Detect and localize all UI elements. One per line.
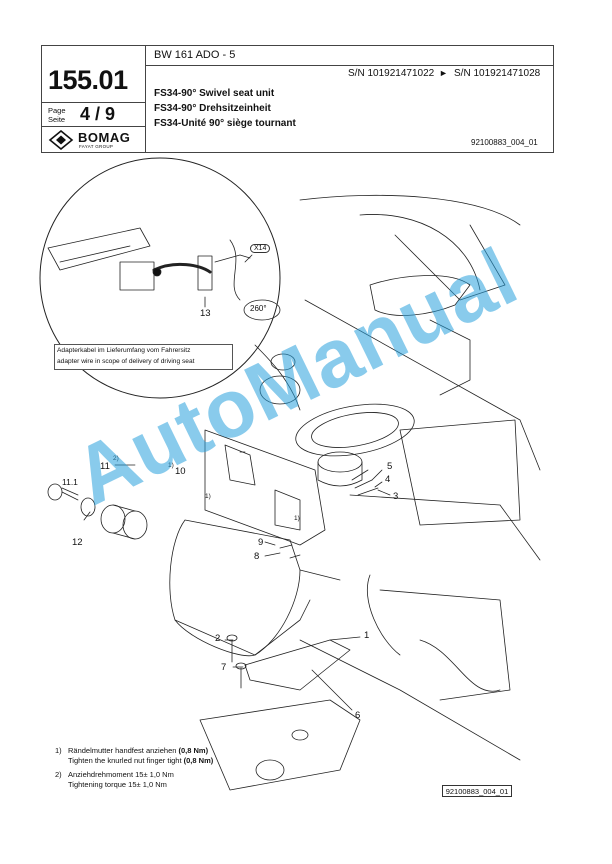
header-divider bbox=[42, 102, 145, 103]
header-block: BW 161 ADO - 5 155.01 Page Seite 4 / 9 S… bbox=[41, 45, 554, 153]
serial-from: S/N 101921471022 bbox=[348, 68, 435, 79]
part-label-10: 10 bbox=[175, 466, 186, 477]
footnote-mark: 1) bbox=[168, 462, 174, 469]
brand-subtitle: FAYAT GROUP bbox=[79, 144, 114, 149]
part-label-7: 7 bbox=[221, 662, 227, 673]
note-1-num: 1) bbox=[55, 746, 62, 755]
header-reference: 92100883_004_01 bbox=[471, 138, 538, 147]
serial-to: S/N 101921471028 bbox=[454, 68, 541, 79]
part-label-5: 5 bbox=[387, 461, 393, 472]
footnote-mark: 2) bbox=[113, 455, 119, 462]
title-en: FS34-90° Swivel seat unit bbox=[154, 88, 275, 99]
part-label-3: 3 bbox=[393, 491, 399, 502]
title-de: FS34-90° Drehsitzeinheit bbox=[154, 103, 271, 114]
caption-de: Adapterkabel im Lieferumfang vom Fahrers… bbox=[57, 347, 191, 354]
note-2-num: 2) bbox=[55, 770, 62, 779]
part-label-4: 4 bbox=[385, 474, 391, 485]
part-label-9: 9 bbox=[258, 537, 264, 548]
footnote-mark: 1) bbox=[205, 493, 211, 500]
header-divider bbox=[42, 126, 145, 127]
figure-reference: 92100883_004_01 bbox=[442, 785, 512, 797]
angle-callout: 260° bbox=[250, 304, 267, 313]
part-label-11: 11 bbox=[100, 461, 110, 472]
page-label-de: Seite bbox=[48, 115, 66, 124]
part-label-2: 2 bbox=[215, 633, 221, 644]
note-1-de: Rändelmutter handfest anziehen (0,8 Nm) bbox=[68, 746, 209, 755]
detail-caption: Adapterkabel im Lieferumfang vom Fahrers… bbox=[54, 344, 233, 370]
note-2-en: Tightening torque 15± 1,0 Nm bbox=[68, 780, 167, 789]
page-number: 4 / 9 bbox=[80, 104, 116, 124]
part-label-13: 13 bbox=[200, 308, 211, 319]
serial-arrow-icon: ► bbox=[439, 68, 448, 78]
footnote-mark: 1) bbox=[294, 515, 300, 522]
part-label-8: 8 bbox=[254, 551, 260, 562]
bomag-logo-icon bbox=[48, 130, 74, 150]
title-fr: FS34-Unité 90° siège tournant bbox=[154, 118, 296, 129]
model-label: BW 161 ADO - 5 bbox=[154, 49, 236, 61]
note-2-de: Anziehdrehmoment 15± 1,0 Nm bbox=[68, 770, 174, 779]
part-label-6: 6 bbox=[355, 710, 361, 721]
caption-en: adapter wire in scope of delivery of dri… bbox=[57, 358, 195, 365]
part-label-11-1: 11.1 bbox=[62, 477, 78, 487]
header-divider bbox=[145, 46, 146, 152]
brand-name: BOMAG bbox=[78, 130, 131, 145]
part-label-12: 12 bbox=[72, 537, 83, 548]
header-divider bbox=[145, 65, 554, 66]
part-label-1: 1 bbox=[364, 630, 370, 641]
page-label-en: Page bbox=[48, 106, 66, 115]
page-code: 155.01 bbox=[48, 65, 128, 95]
note-1-en: Tighten the knurled nut finger tight (0,… bbox=[68, 756, 214, 765]
x14-callout: X14 bbox=[250, 244, 271, 253]
